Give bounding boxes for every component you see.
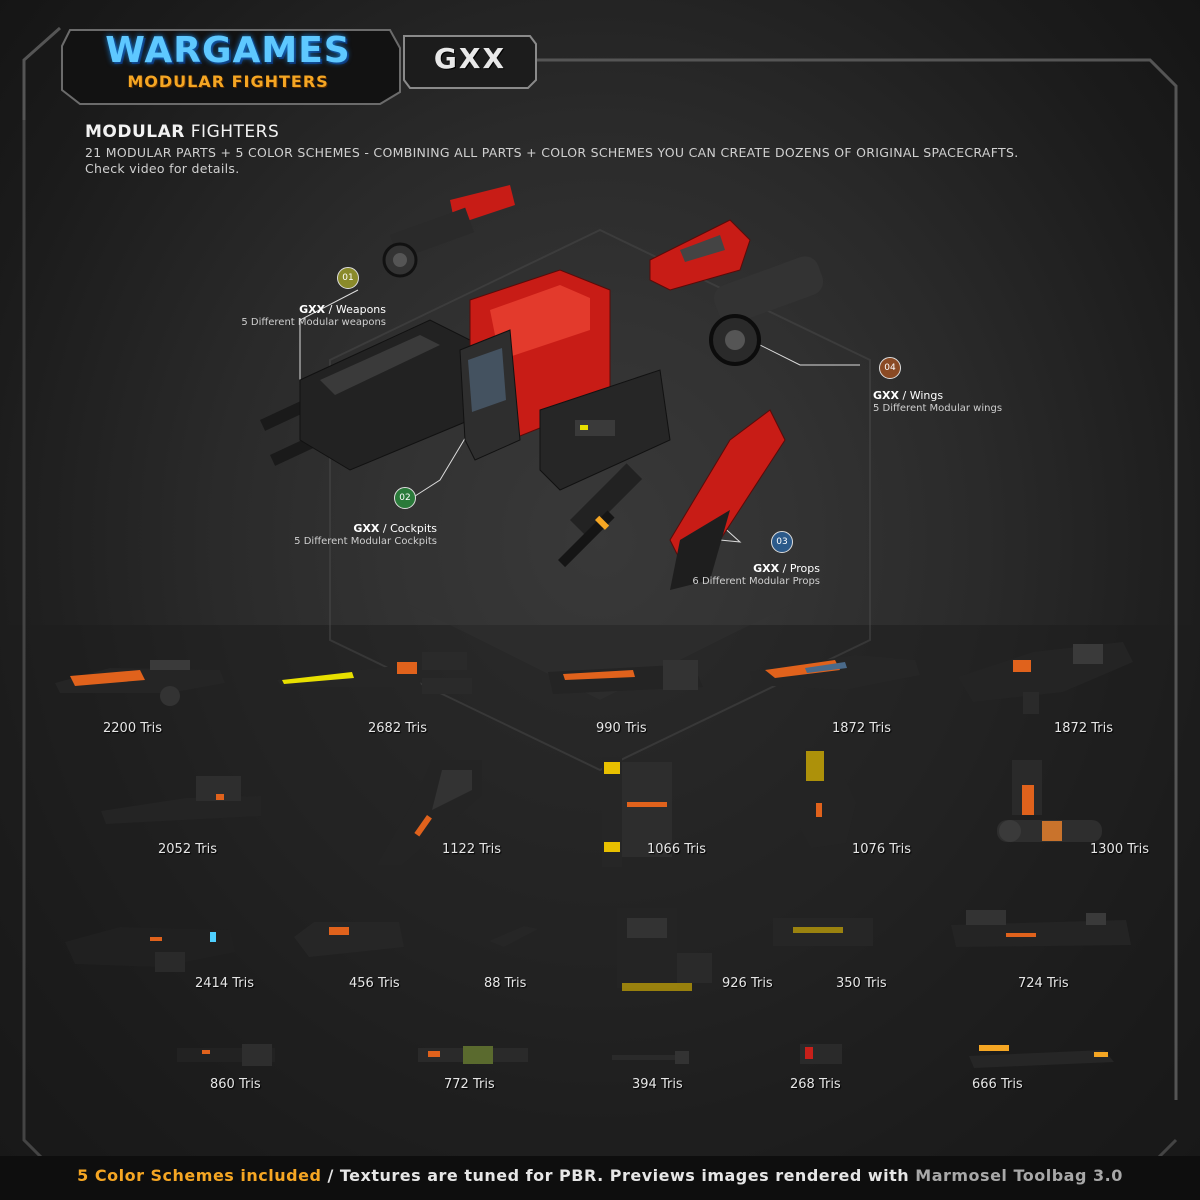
part-tris-label: 1122 Tris	[442, 842, 501, 857]
callout-weapons-prefix: GXX	[299, 303, 326, 316]
footer-credits: 5 Color Schemes included / Textures are …	[0, 1166, 1200, 1185]
part-tris-label: 2052 Tris	[158, 842, 217, 857]
callout-weapons-title: / Weapons	[325, 303, 386, 316]
footer-highlight: 5 Color Schemes included	[77, 1166, 322, 1185]
callout-cockpits-title: / Cockpits	[379, 522, 437, 535]
gxx-badge: GXX	[433, 42, 507, 75]
part-tris-label: 860 Tris	[210, 1077, 261, 1092]
part-render-18	[418, 1046, 528, 1064]
part-tris-label: 926 Tris	[722, 976, 773, 991]
detached-wing	[649, 219, 824, 366]
callout-cockpits-prefix: GXX	[353, 522, 380, 535]
callout-props-title: / Props	[779, 562, 820, 575]
callout-props-prefix: GXX	[753, 562, 780, 575]
callout-wings: GXX / Wings 5 Different Modular wings	[873, 389, 1023, 415]
part-tris-label: 456 Tris	[349, 976, 400, 991]
callout-cockpits-desc: 5 Different Modular Cockpits	[294, 536, 437, 547]
logo-subtitle: MODULAR FIGHTERS	[127, 72, 329, 91]
footer-text: / Textures are tuned for PBR. Previews i…	[321, 1166, 916, 1185]
part-tris-label: 1076 Tris	[852, 842, 911, 857]
part-render-8	[602, 757, 672, 867]
wargames-logo: WARGAMES MODULAR FIGHTERS	[62, 24, 394, 106]
part-render-15	[773, 918, 873, 946]
intro-title: MODULAR FIGHTERS	[85, 122, 279, 142]
part-tris-label: 666 Tris	[972, 1077, 1023, 1092]
part-tris-label: 2200 Tris	[103, 721, 162, 736]
part-render-14	[617, 908, 712, 991]
part-render-5	[958, 642, 1133, 714]
part-render-2	[277, 652, 472, 694]
part-render-19	[612, 1051, 689, 1064]
callout-number-wings: 04	[879, 357, 901, 379]
part-tris-label: 990 Tris	[596, 721, 647, 736]
part-tris-label: 772 Tris	[444, 1077, 495, 1092]
part-tris-label: 1872 Tris	[832, 721, 891, 736]
callout-wings-desc: 5 Different Modular wings	[873, 403, 1003, 414]
part-tris-label: 2682 Tris	[368, 721, 427, 736]
callout-number-weapons: 01	[337, 267, 359, 289]
callout-props: GXX / Props 6 Different Modular Props	[676, 562, 820, 588]
callout-wings-prefix: GXX	[873, 389, 899, 402]
footer-software: Marmosel Toolbag 3.0	[915, 1166, 1123, 1185]
part-tris-label: 2414 Tris	[195, 976, 254, 991]
part-tris-label: 1300 Tris	[1090, 842, 1149, 857]
detached-weapon	[382, 185, 515, 278]
callout-weapons: GXX / Weapons 5 Different Modular weapon…	[236, 303, 386, 329]
part-render-16	[951, 910, 1131, 947]
callout-number-cockpits: 02	[394, 487, 416, 509]
part-render-6	[101, 776, 261, 824]
part-render-7	[377, 760, 482, 865]
part-render-1	[55, 660, 225, 706]
callout-props-desc: 6 Different Modular Props	[692, 576, 820, 587]
part-render-21	[969, 1045, 1114, 1068]
part-tris-label: 88 Tris	[484, 976, 527, 991]
logo-title: WARGAMES	[105, 30, 351, 71]
callout-wings-title: / Wings	[899, 389, 944, 402]
part-tris-label: 1066 Tris	[647, 842, 706, 857]
intro-title-rest: FIGHTERS	[184, 122, 280, 142]
intro-note: Check video for details.	[85, 161, 240, 176]
part-render-10	[997, 760, 1102, 842]
exploded-ship-illustration	[260, 185, 860, 590]
intro-description: 21 MODULAR PARTS + 5 COLOR SCHEMES - COM…	[85, 145, 1019, 160]
part-render-3	[548, 660, 703, 694]
part-render-12	[294, 922, 404, 957]
callout-weapons-desc: 5 Different Modular weapons	[241, 317, 386, 328]
part-render-4	[750, 655, 920, 690]
part-render-9	[786, 748, 856, 848]
detached-props	[558, 409, 786, 590]
part-tris-label: 350 Tris	[836, 976, 887, 991]
part-tris-label: 1872 Tris	[1054, 721, 1113, 736]
part-tris-label: 394 Tris	[632, 1077, 683, 1092]
part-render-11	[65, 927, 235, 972]
part-render-17	[177, 1044, 275, 1066]
part-render-20	[800, 1044, 842, 1064]
part-tris-label: 724 Tris	[1018, 976, 1069, 991]
intro-title-bold: MODULAR	[85, 122, 185, 142]
callout-number-props: 03	[771, 531, 793, 553]
part-render-13	[489, 926, 538, 947]
part-tris-label: 268 Tris	[790, 1077, 841, 1092]
callout-cockpits: GXX / Cockpits 5 Different Modular Cockp…	[286, 522, 437, 548]
